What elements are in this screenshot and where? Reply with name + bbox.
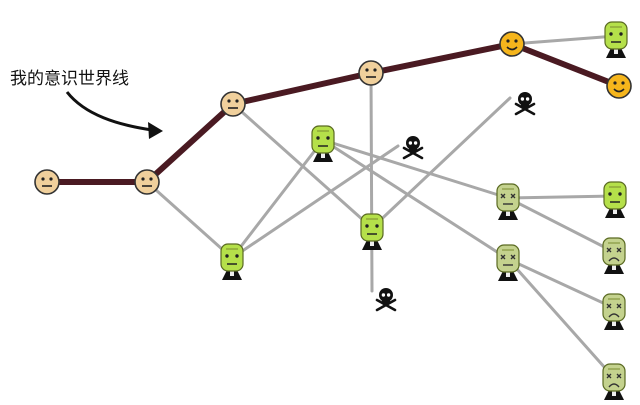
- sad-sick-zombie-icon: [602, 293, 626, 330]
- world-line-label: 我的意识世界线: [10, 69, 129, 89]
- arrow-icon: [65, 91, 153, 132]
- happy-face-icon: [606, 73, 632, 99]
- branch-edge: [145, 180, 234, 260]
- neutral-face-icon: [134, 169, 160, 195]
- zombie-icon: [360, 213, 384, 250]
- sick-zombie-icon: [496, 244, 520, 281]
- branch-edge: [510, 34, 618, 46]
- neutral-face-icon: [220, 91, 246, 117]
- branch-edge: [230, 138, 325, 260]
- branch-edge: [370, 96, 512, 230]
- zombie-icon: [603, 181, 627, 218]
- branch-edge: [506, 257, 616, 380]
- happy-face-icon: [499, 31, 525, 57]
- branch-edge: [369, 71, 374, 293]
- branch-edge: [506, 257, 616, 310]
- world-line-edge: [144, 101, 236, 185]
- world-line-edge: [230, 70, 374, 107]
- branch-edge: [321, 138, 510, 200]
- branch-edge: [321, 138, 510, 261]
- branch-edge: [506, 196, 616, 254]
- sad-sick-zombie-icon: [602, 363, 626, 400]
- zombie-icon: [220, 243, 244, 280]
- skull-crossbones-icon: [402, 136, 424, 160]
- sad-sick-zombie-icon: [602, 237, 626, 274]
- zombie-icon: [311, 125, 335, 162]
- branch-edge: [506, 194, 617, 200]
- zombie-icon: [604, 21, 628, 58]
- branch-edge: [230, 144, 400, 260]
- skull-crossbones-icon: [375, 288, 397, 312]
- arrow-head-icon: [148, 122, 163, 139]
- skull-crossbones-icon: [514, 92, 536, 116]
- world-line-edge: [368, 41, 515, 76]
- world-line-edge: [509, 41, 622, 89]
- sick-zombie-icon: [496, 183, 520, 220]
- neutral-face-icon: [358, 60, 384, 86]
- neutral-face-icon: [34, 169, 60, 195]
